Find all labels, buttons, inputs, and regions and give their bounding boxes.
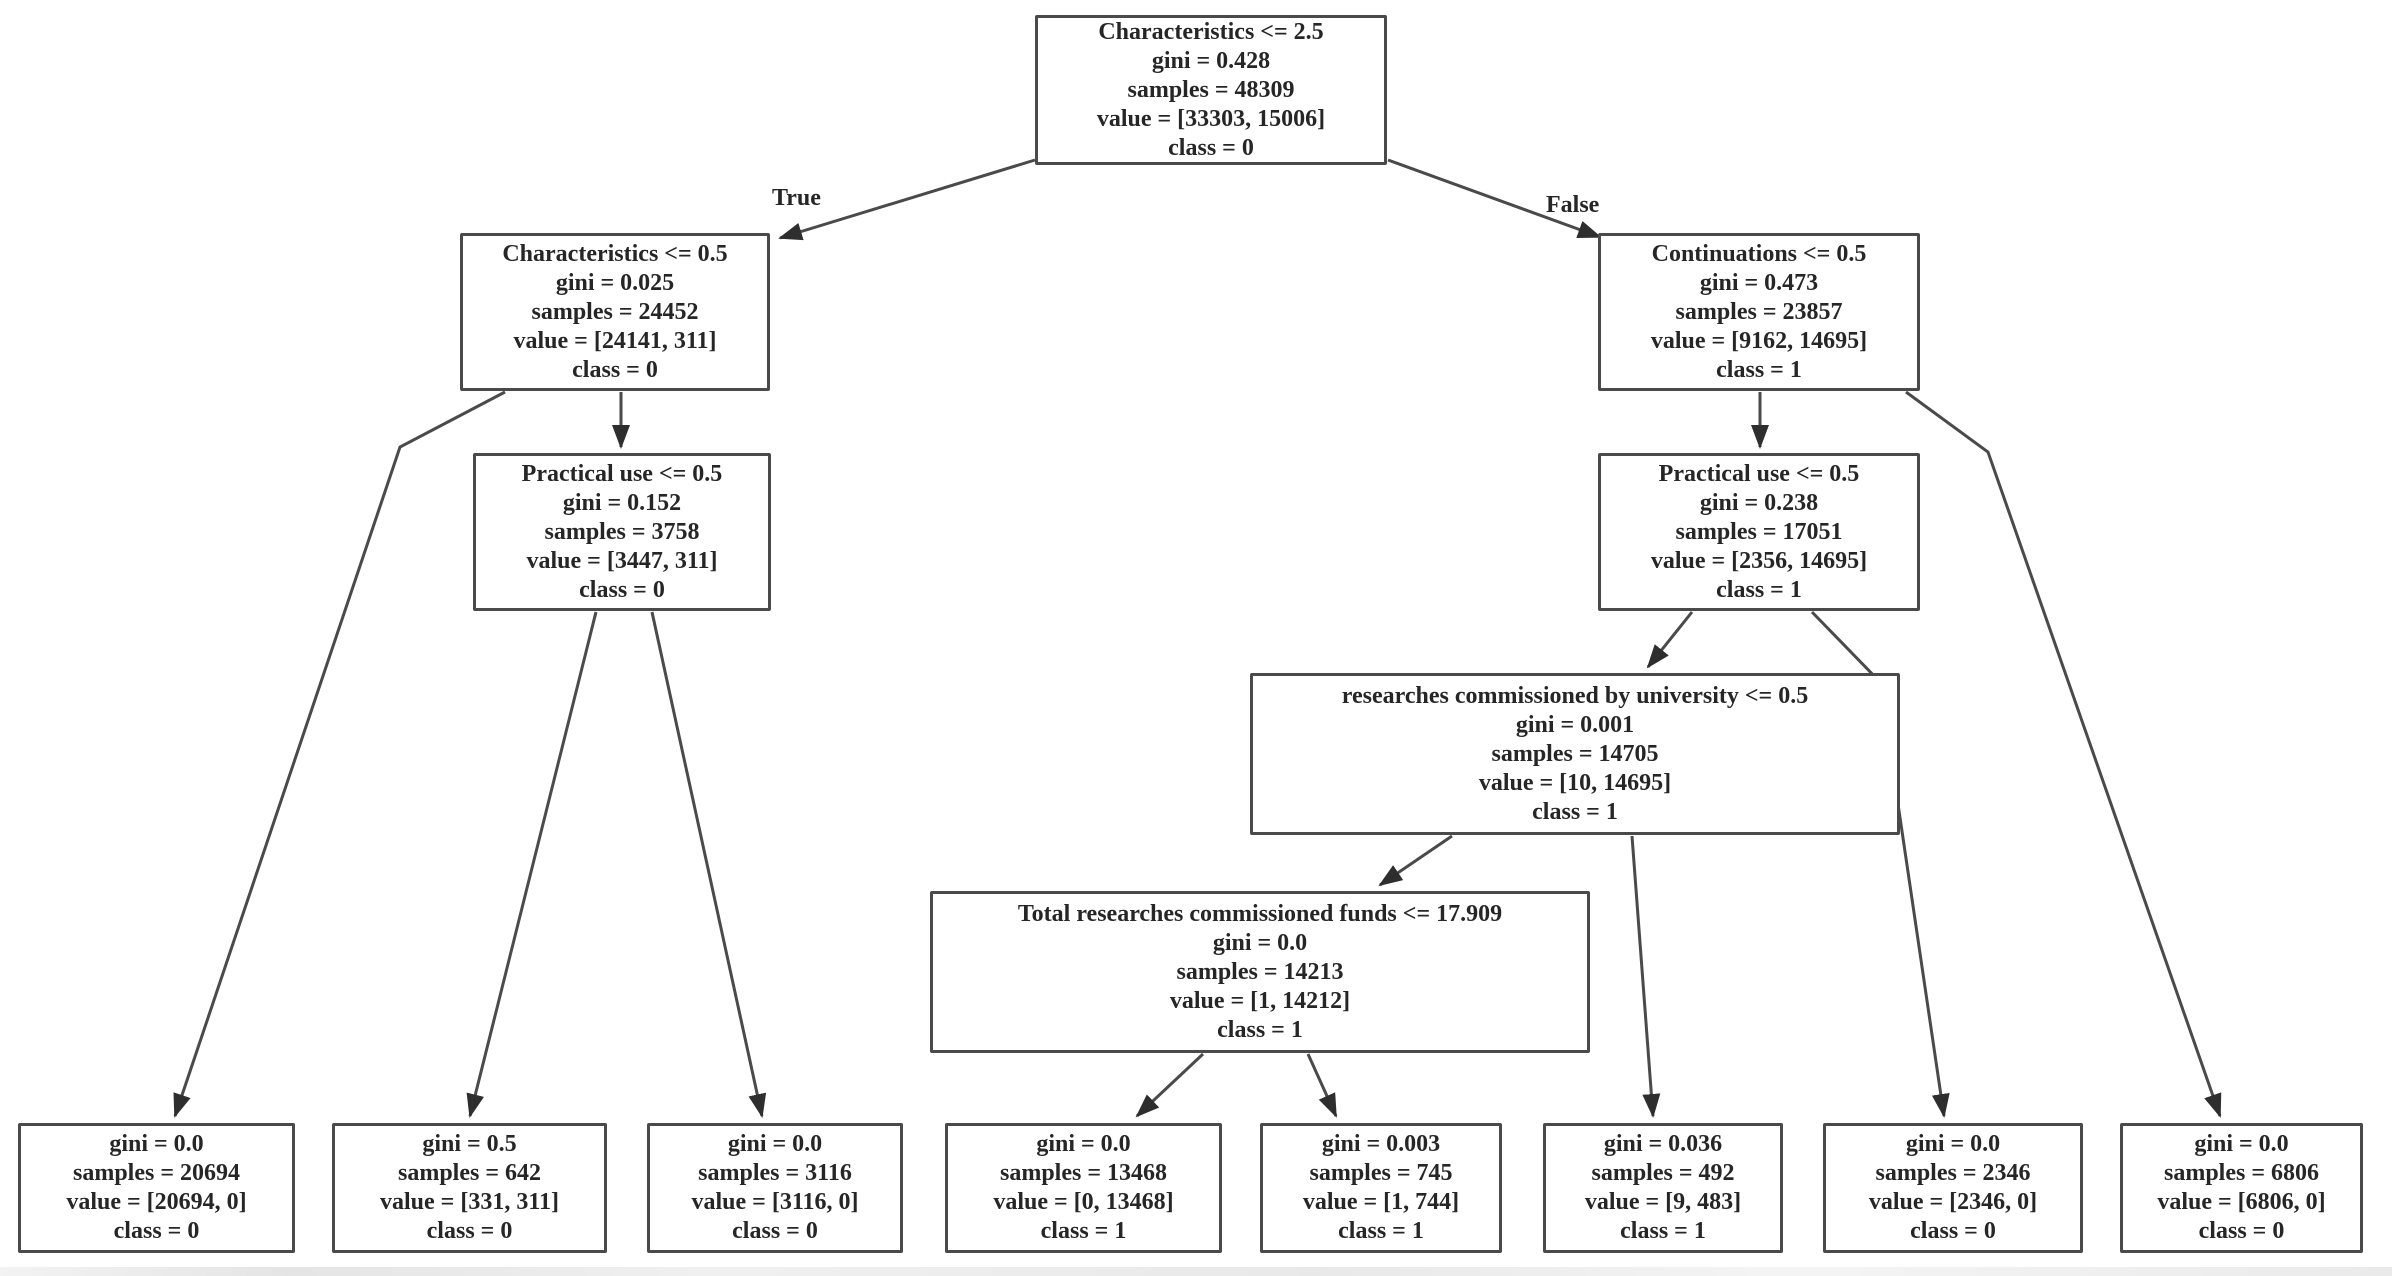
- node-class: class = 1: [1620, 1218, 1706, 1244]
- node-samples: samples = 3758: [544, 518, 700, 545]
- node-samples: samples = 14705: [1491, 740, 1659, 767]
- edge-pracL-leaf3: [650, 611, 767, 1118]
- node-samples: samples = 14213: [1176, 958, 1344, 985]
- node-gini: gini = 0.5: [422, 1131, 517, 1157]
- node-value: value = [3447, 311]: [526, 547, 718, 574]
- node-class: class = 1: [1338, 1218, 1424, 1244]
- node-value: value = [1, 14212]: [1169, 987, 1351, 1014]
- node-samples: samples = 745: [1309, 1160, 1453, 1186]
- tree-leaf-3: gini = 0.0 samples = 3116 value = [3116,…: [647, 1123, 903, 1253]
- node-value: value = [1, 744]: [1302, 1189, 1460, 1215]
- node-gini: gini = 0.0: [1212, 929, 1308, 956]
- node-condition: Continuations <= 0.5: [1651, 240, 1867, 267]
- tree-node-characteristics-05: Characteristics <= 0.5 gini = 0.025 samp…: [460, 233, 770, 391]
- node-gini: gini = 0.025: [555, 269, 675, 296]
- node-gini: gini = 0.0: [1036, 1131, 1131, 1157]
- node-samples: samples = 13468: [999, 1160, 1167, 1186]
- node-value: value = [33303, 15006]: [1096, 105, 1326, 132]
- tree-leaf-4: gini = 0.0 samples = 13468 value = [0, 1…: [945, 1123, 1222, 1253]
- node-class: class = 0: [2198, 1218, 2285, 1244]
- node-condition: Characteristics <= 2.5: [1098, 18, 1324, 45]
- node-value: value = [9, 483]: [1584, 1189, 1742, 1215]
- node-value: value = [24141, 311]: [513, 327, 717, 354]
- tree-leaf-6: gini = 0.036 samples = 492 value = [9, 4…: [1543, 1123, 1783, 1253]
- node-samples: samples = 48309: [1127, 76, 1295, 103]
- edge-label-true: True: [772, 185, 821, 211]
- node-samples: samples = 2346: [1875, 1160, 2031, 1186]
- tree-node-practical-use-left: Practical use <= 0.5 gini = 0.152 sample…: [473, 453, 771, 611]
- node-value: value = [10, 14695]: [1478, 769, 1672, 796]
- tree-node-researches-commissioned: researches commissioned by university <=…: [1250, 673, 1900, 835]
- tree-leaf-2: gini = 0.5 samples = 642 value = [331, 3…: [332, 1123, 607, 1253]
- node-class: class = 0: [1910, 1218, 1996, 1244]
- edge-resUni-totFunds: [1378, 834, 1453, 887]
- node-value: value = [2356, 14695]: [1650, 547, 1868, 574]
- node-condition: Practical use <= 0.5: [1658, 460, 1860, 487]
- node-class: class = 1: [1532, 798, 1618, 825]
- tree-node-practical-use-right: Practical use <= 0.5 gini = 0.238 sample…: [1598, 453, 1920, 611]
- node-gini: gini = 0.036: [1603, 1131, 1723, 1157]
- edge-totFunds-leaf4: [1135, 1052, 1205, 1118]
- node-class: class = 0: [732, 1218, 818, 1244]
- edge-cont05-leaf8: [1905, 390, 2222, 1118]
- node-condition: Characteristics <= 0.5: [502, 240, 728, 267]
- node-gini: gini = 0.0: [2194, 1131, 2289, 1157]
- tree-leaf-7: gini = 0.0 samples = 2346 value = [2346,…: [1823, 1123, 2083, 1253]
- tree-leaf-8: gini = 0.0 samples = 6806 value = [6806,…: [2120, 1123, 2363, 1253]
- node-class: class = 0: [113, 1218, 200, 1244]
- edge-resUni-leaf6: [1630, 835, 1661, 1118]
- node-condition: researches commissioned by university <=…: [1341, 682, 1809, 709]
- node-value: value = [3116, 0]: [691, 1189, 859, 1215]
- node-gini: gini = 0.473: [1699, 269, 1819, 296]
- tree-leaf-1: gini = 0.0 samples = 20694 value = [2069…: [18, 1123, 295, 1253]
- node-class: class = 0: [426, 1218, 513, 1244]
- edge-totFunds-leaf5: [1306, 1053, 1338, 1118]
- node-gini: gini = 0.0: [1905, 1131, 2001, 1157]
- node-gini: gini = 0.003: [1321, 1131, 1441, 1157]
- node-value: value = [20694, 0]: [66, 1189, 247, 1215]
- node-class: class = 1: [1716, 576, 1802, 603]
- edge-pracL-leaf2: [466, 611, 598, 1118]
- node-gini: gini = 0.0: [727, 1131, 823, 1157]
- node-condition: Total researches commissioned funds <= 1…: [1017, 900, 1503, 927]
- node-samples: samples = 17051: [1675, 518, 1843, 545]
- edge-label-false: False: [1546, 192, 1600, 218]
- node-gini: gini = 0.152: [562, 489, 682, 516]
- node-samples: samples = 492: [1591, 1160, 1735, 1186]
- node-value: value = [2346, 0]: [1868, 1189, 2038, 1215]
- node-samples: samples = 642: [397, 1160, 541, 1186]
- node-gini: gini = 0.428: [1151, 47, 1271, 74]
- node-value: value = [331, 311]: [379, 1189, 559, 1215]
- node-samples: samples = 24452: [531, 298, 699, 325]
- edge-pracR-resUni: [1646, 611, 1694, 669]
- node-value: value = [6806, 0]: [2157, 1189, 2326, 1215]
- node-samples: samples = 6806: [2163, 1160, 2319, 1186]
- tree-node-continuations-05: Continuations <= 0.5 gini = 0.473 sample…: [1598, 233, 1920, 391]
- node-class: class = 1: [1040, 1218, 1127, 1244]
- tree-node-root: Characteristics <= 2.5 gini = 0.428 samp…: [1035, 15, 1387, 165]
- node-class: class = 0: [572, 356, 658, 383]
- node-class: class = 1: [1716, 356, 1802, 383]
- node-value: value = [0, 13468]: [993, 1189, 1174, 1215]
- node-class: class = 0: [1168, 134, 1254, 161]
- node-samples: samples = 20694: [72, 1160, 240, 1186]
- node-value: value = [9162, 14695]: [1650, 327, 1868, 354]
- node-condition: Practical use <= 0.5: [521, 460, 723, 487]
- node-samples: samples = 23857: [1675, 298, 1843, 325]
- node-gini: gini = 0.001: [1515, 711, 1635, 738]
- node-samples: samples = 3116: [698, 1160, 852, 1186]
- tree-leaf-5: gini = 0.003 samples = 745 value = [1, 7…: [1260, 1123, 1502, 1253]
- edge-char05-leaf1: [173, 390, 506, 1118]
- node-class: class = 1: [1217, 1016, 1303, 1043]
- node-gini: gini = 0.238: [1699, 489, 1819, 516]
- node-gini: gini = 0.0: [109, 1131, 204, 1157]
- tree-node-total-researches-funds: Total researches commissioned funds <= 1…: [930, 891, 1590, 1053]
- scan-artifact-strip: [0, 1267, 2392, 1276]
- node-class: class = 0: [579, 576, 665, 603]
